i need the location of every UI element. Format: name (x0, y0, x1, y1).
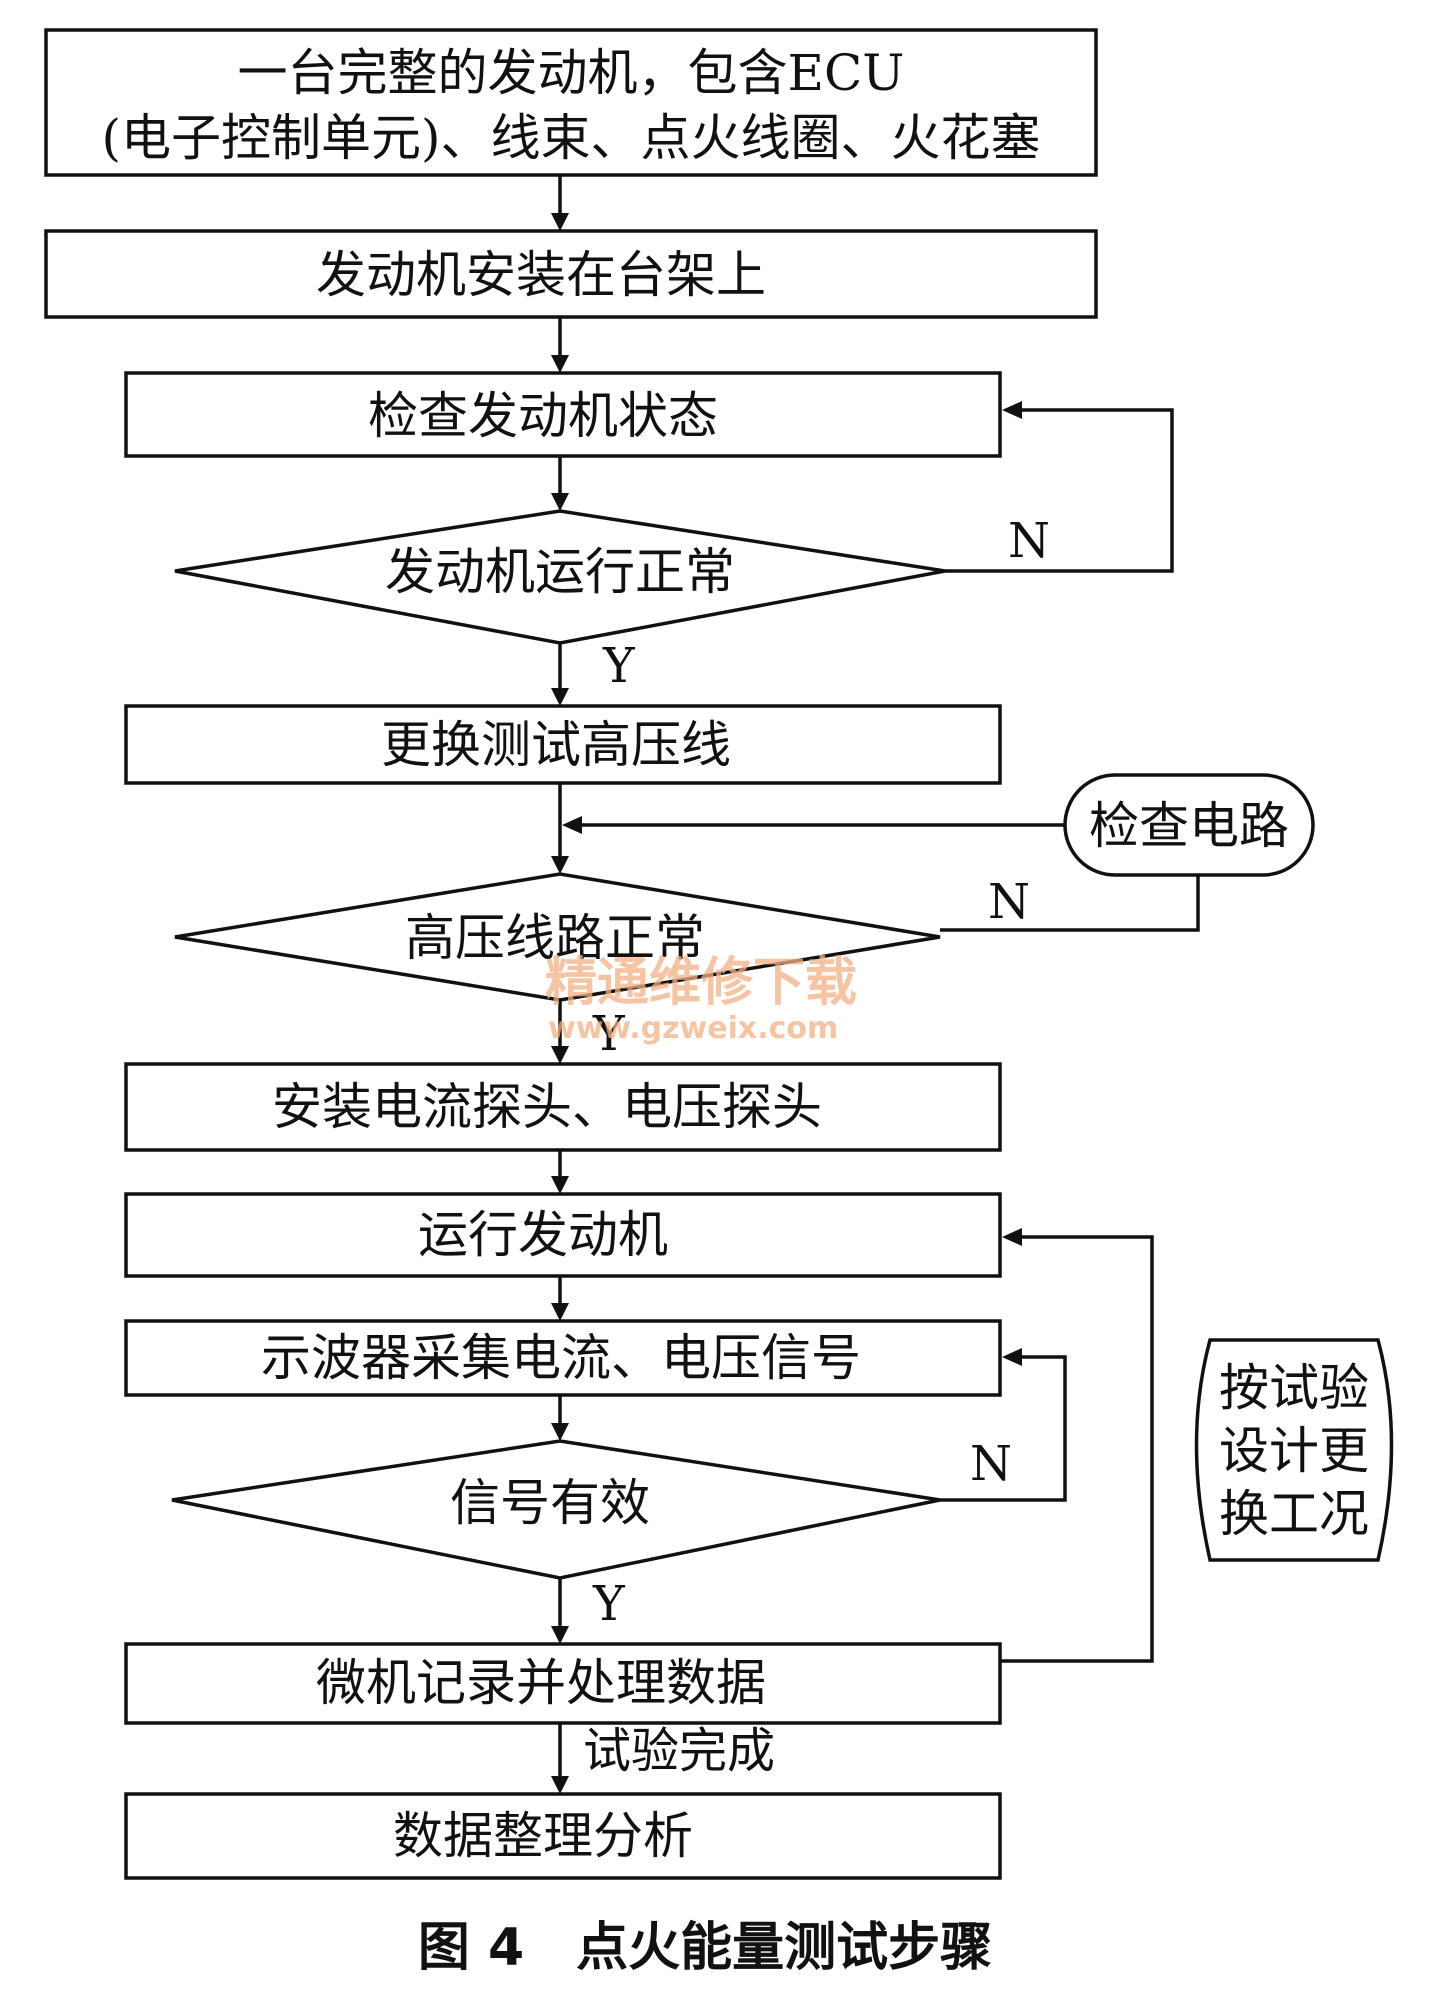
box-pc-record-process (124, 1642, 1002, 1725)
box-scope-acquire-label: 示波器采集电流、电压信号 (261, 1329, 861, 1387)
box-data-analysis-label: 数据整理分析 (393, 1807, 693, 1865)
label-test-complete: 试验完成 (583, 1723, 775, 1779)
box-replace-test-hv-wire-label: 更换测试高压线 (381, 716, 731, 774)
loop-engine-not-ok (945, 408, 1174, 573)
box-mount-on-stand-label: 发动机安装在台架上 (316, 246, 766, 304)
label-yes-2: Y (592, 1006, 626, 1062)
box-run-engine-label: 运行发动机 (418, 1206, 668, 1264)
decision-hv-circuit-ok-label: 高压线路正常 (405, 909, 705, 967)
box-scope-acquire (124, 1319, 1002, 1397)
box-engine-full-line2: (电子控制单元)、线束、点火线圈、火花塞 (101, 109, 1040, 167)
box-data-analysis (124, 1792, 1002, 1880)
box-change-conditions-line3: 换工况 (1219, 1485, 1369, 1543)
box-change-conditions-line1: 按试验 (1219, 1359, 1369, 1417)
box-check-engine-state (124, 371, 1002, 458)
loop-signal-invalid (940, 1355, 1067, 1502)
box-check-circuit (1063, 773, 1315, 877)
label-yes-3: Y (592, 1576, 626, 1632)
box-check-circuit-label: 检查电路 (1089, 797, 1289, 855)
label-no-2: N (988, 874, 1030, 930)
box-replace-test-hv-wire (124, 704, 1002, 785)
figure-caption: 图 4 点火能量测试步骤 (418, 1918, 992, 1978)
arrowheads (551, 213, 1022, 1794)
loop-hv-not-ok-up (940, 875, 1200, 932)
box-install-probes-label: 安装电流探头、电压探头 (272, 1078, 822, 1136)
loop-change-conditions (1000, 1235, 1154, 1663)
box-change-conditions-line2: 设计更 (1219, 1422, 1369, 1480)
box-mount-on-stand (44, 229, 1098, 319)
box-engine-full-line1: 一台完整的发动机，包含ECU (238, 44, 905, 102)
decision-signal-valid (171, 1439, 941, 1580)
label-no-3: N (970, 1436, 1012, 1492)
decision-engine-running-ok-label: 发动机运行正常 (385, 543, 735, 601)
box-install-probes (124, 1062, 1002, 1152)
box-engine-full (44, 28, 1098, 177)
decision-hv-circuit-ok (174, 872, 941, 1002)
decision-signal-valid-label: 信号有效 (450, 1474, 650, 1532)
watermark-url: www.gzweix.com (548, 1011, 838, 1046)
box-check-engine-state-label: 检查发动机状态 (368, 387, 718, 445)
box-run-engine (124, 1192, 1002, 1278)
box-change-conditions (1194, 1338, 1394, 1562)
label-no-1: N (1008, 513, 1050, 569)
connectors (558, 175, 1200, 1778)
decision-engine-running-ok (174, 509, 946, 645)
label-yes-1: Y (602, 638, 636, 694)
watermark-text: 精通维修下载 (545, 953, 857, 1013)
box-pc-record-process-label: 微机记录并处理数据 (316, 1654, 766, 1712)
